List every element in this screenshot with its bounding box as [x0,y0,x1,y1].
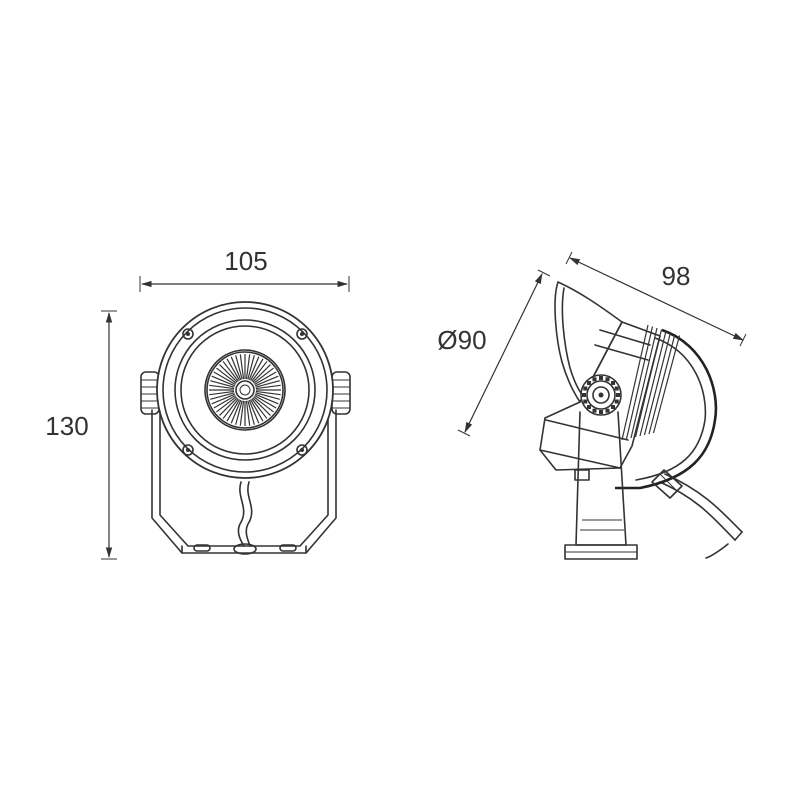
heat-sink-fin [643,332,672,436]
cable-gland [651,469,683,499]
lens-fin [247,400,255,425]
lens-fin [239,400,245,426]
front-cable-edge [245,481,253,547]
knob-tooth [586,405,591,410]
heat-sink-fins [621,324,681,441]
length-label: 98 [662,261,691,291]
front-screws [182,328,308,456]
lens-fin [253,396,274,413]
knob-tooth [616,393,620,397]
width-dimension: 105 [139,246,350,292]
lens-fin [219,364,238,383]
knob-tooth [605,377,610,382]
lens-fin [255,392,280,400]
lens-fin [248,356,260,381]
heat-sink-fin [634,329,663,438]
knob-tooth [586,380,591,385]
knob-tooth [614,386,619,391]
knob-tooth [611,380,616,385]
front-view: 105 130 [45,246,351,560]
lens-fin [247,355,255,380]
lens-fin [255,384,281,390]
lens-fin [210,380,235,388]
bracket [151,409,337,555]
width-label: 105 [224,246,267,276]
knob-tooth [599,376,603,380]
knob-tooth [592,377,597,382]
lens-fin [239,354,245,380]
lens-fin [252,364,271,383]
heat-sink-fin [621,324,649,441]
knob-teeth [582,376,620,414]
lens-fin [235,355,243,380]
lens-fin [222,361,239,382]
lens-fin [230,399,242,424]
lens-fin [210,392,235,400]
lens-fin [251,398,268,419]
lens-fin [249,358,264,381]
knob-tooth [605,408,610,413]
side-view: Ø90 98 [437,251,747,560]
lens-fin [219,397,238,416]
lamp-head-front [156,301,334,479]
lens-fin [252,397,271,416]
height-label: 130 [45,411,88,441]
lens-fins [209,354,281,426]
diameter-label: Ø90 [437,325,486,355]
knob-tooth [583,386,588,391]
knob-tooth [599,410,603,414]
lens-fin [209,390,235,396]
front-cable [237,481,245,547]
lens-fin [254,375,279,387]
right-knob [331,371,351,415]
rear-cover [615,328,718,490]
lens-fin [216,367,237,384]
lens-fin [211,375,236,387]
lens-fin [253,367,274,384]
front-cone [554,281,623,403]
lens-fin [226,399,241,422]
lens-fin [216,396,237,413]
lens-fin [255,380,280,388]
heat-sink-fin [630,327,658,439]
pivot-knob [580,374,622,416]
lens-fin [235,400,243,425]
heat-sink-fin [648,333,676,435]
lens-fin [213,371,236,386]
lens-fin [255,390,281,396]
lens-fin [230,356,242,381]
lens-fin [254,393,279,405]
side-cable [659,473,743,559]
knob-tooth [592,408,597,413]
lens-fin [226,358,241,381]
knob-tooth [583,399,588,404]
lens-fin [248,399,260,424]
lens-fin [209,384,235,390]
stand-stem [575,411,627,546]
lens-fin [254,371,277,386]
heat-sink-fin [652,335,681,434]
lens-fin [213,394,236,409]
lens-fin [211,393,236,405]
lens-fin [254,394,277,409]
lens-fin [222,398,239,419]
heat-sink-fin [639,330,667,437]
length-dimension: 98 [565,251,747,347]
lens-fin [245,354,251,380]
height-dimension: 130 [45,310,117,560]
lens-fin [251,361,268,382]
knob-tooth [611,405,616,410]
knob-tooth [582,393,586,397]
diameter-dimension: Ø90 [437,269,551,437]
lens-fin [245,400,251,426]
knob-tooth [614,399,619,404]
lens-fin [249,399,264,422]
